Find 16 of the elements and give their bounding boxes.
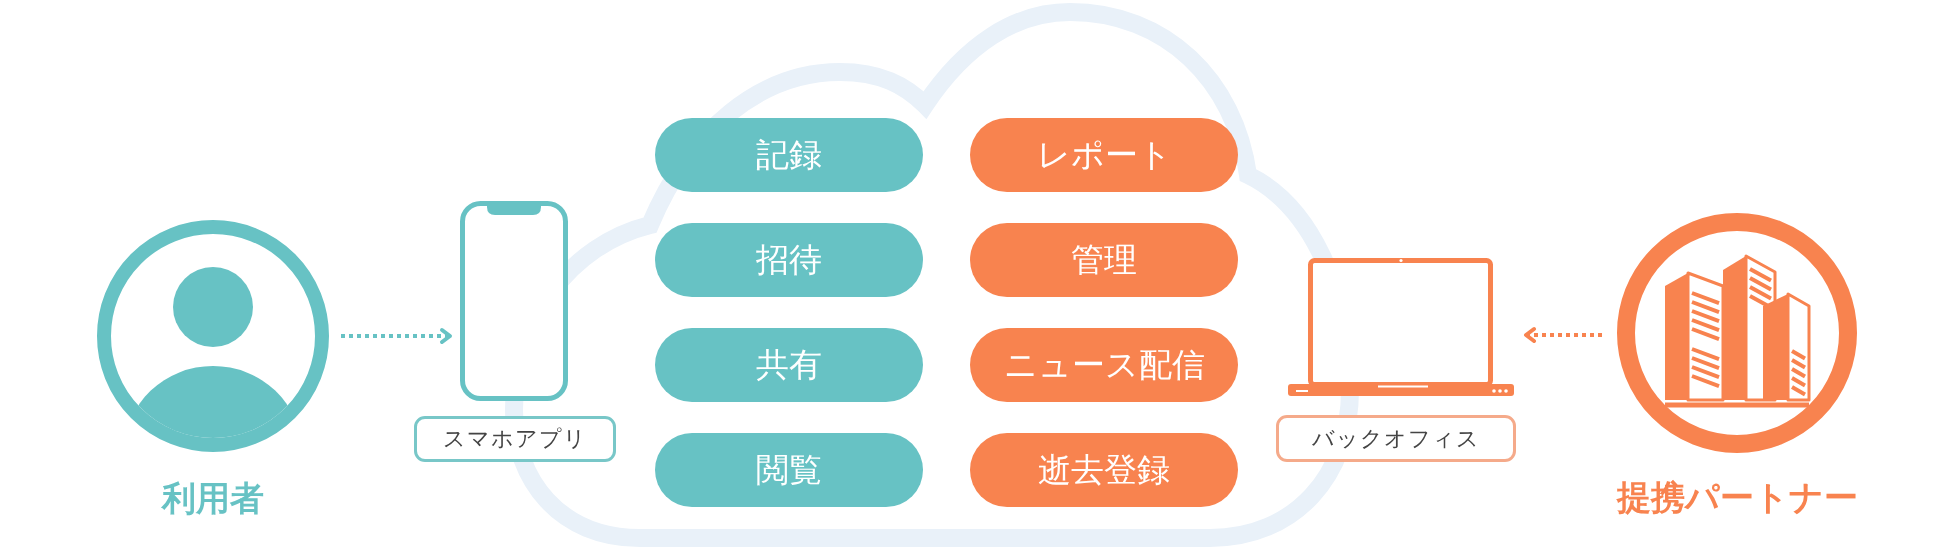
feature-tag: ニュース配信 [970, 328, 1238, 402]
actor-label: 提携パートナー [1616, 477, 1858, 517]
feature-tag: 共有 [655, 328, 923, 402]
feature-tag: 招待 [655, 223, 923, 297]
feature-tag: 管理 [970, 223, 1238, 297]
smartphone-icon [460, 201, 568, 401]
actor-label: 利用者 [162, 478, 264, 518]
feature-tag: 閲覧 [655, 433, 923, 507]
device-label: スマホアプリ [414, 416, 616, 462]
device-label: バックオフィス [1276, 415, 1516, 462]
dotted-arrow [341, 328, 452, 344]
feature-tag: 記録 [655, 118, 923, 192]
dotted-arrow [1524, 327, 1602, 343]
feature-tag: レポート [970, 118, 1238, 192]
laptop-icon [1286, 255, 1516, 398]
feature-tag: 逝去登録 [970, 433, 1238, 507]
